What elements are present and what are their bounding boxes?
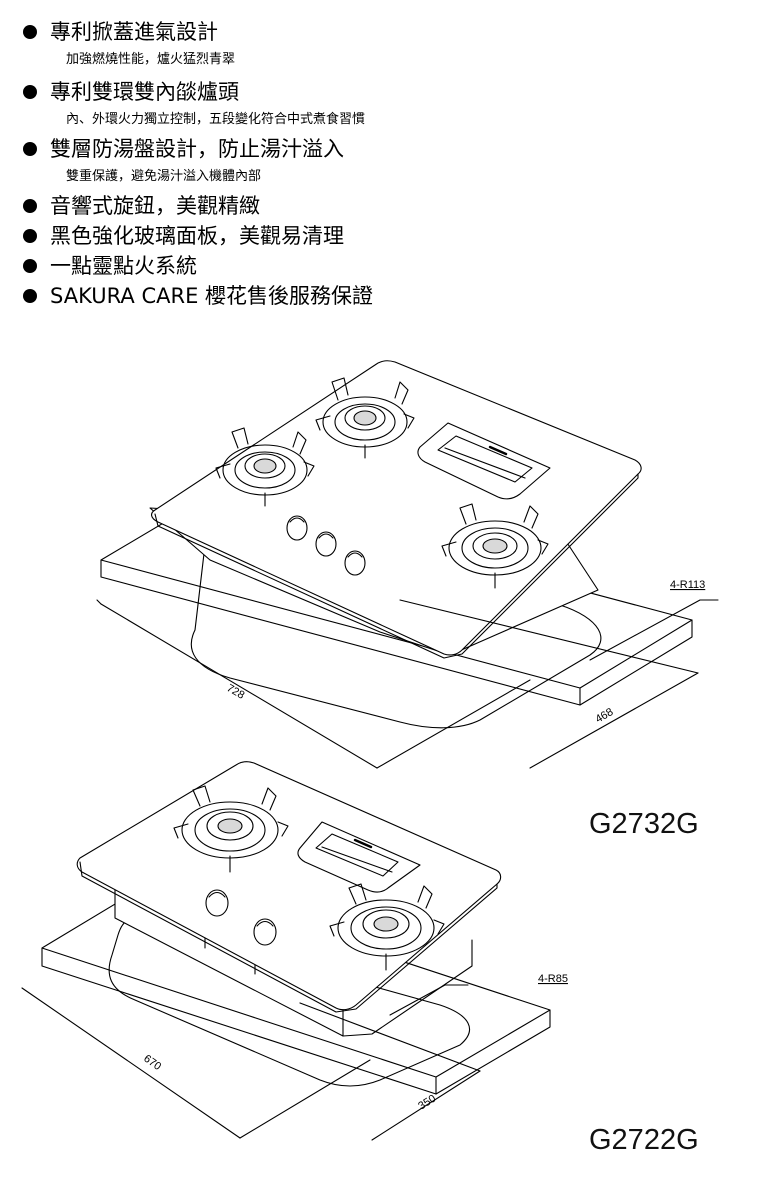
feature-subtitle: 內、外環火力獨立控制，五段變化符合中式煮食習慣: [66, 112, 366, 127]
knob: [205, 889, 229, 917]
feature-title: SAKURA CARE 櫻花售後服務保證: [50, 284, 374, 308]
bullet-icon: [23, 289, 37, 303]
feature-title: 雙層防湯盤設計，防止湯汁溢入: [50, 137, 344, 161]
corner-radius-label: 4-R113: [670, 579, 705, 591]
cooktop-panel: [149, 360, 642, 659]
bullet-icon: [23, 229, 37, 243]
width-dimension: 728: [225, 682, 247, 702]
knob: [344, 550, 366, 576]
model-label-g2732g: G2732G: [589, 808, 699, 840]
cooktop-diagram-g2732g: 728 468 4-R113: [96, 360, 719, 769]
burner-left: [173, 785, 289, 873]
model-label-g2722g: G2722G: [589, 1124, 699, 1156]
bullet-icon: [23, 85, 37, 99]
bullet-icon: [23, 142, 37, 156]
width-dimension: 670: [141, 1053, 163, 1073]
feature-title: 黑色強化玻璃面板，美觀易清理: [50, 224, 344, 248]
feature-title: 音響式旋鈕，美觀精緻: [50, 194, 260, 218]
control-knobs: [205, 889, 277, 946]
bullet-icon: [23, 259, 37, 273]
burner-left: [215, 427, 315, 507]
knob: [286, 515, 308, 541]
feature-title: 專利雙環雙內燄爐頭: [50, 80, 239, 104]
burner-right: [329, 883, 445, 971]
ignition-panel: [297, 821, 421, 893]
corner-radius-label: 4-R85: [538, 973, 568, 985]
ignition-panel: [417, 422, 551, 500]
dimension-lines: [96, 599, 719, 769]
knob: [253, 918, 277, 946]
burner-rear: [315, 377, 415, 459]
bullet-icon: [23, 25, 37, 39]
depth-dimension: 468: [594, 706, 616, 726]
feature-title: 一點靈點火系統: [50, 254, 197, 278]
cooktop-diagram-g2722g: 670 350 4-R85: [21, 761, 568, 1141]
feature-title: 專利掀蓋進氣設計: [50, 20, 218, 44]
feature-subtitle: 雙重保護，避免湯汁溢入機體內部: [66, 169, 262, 184]
burner-right: [441, 503, 549, 589]
bullet-icon: [23, 199, 37, 213]
feature-subtitle: 加強燃燒性能，爐火猛烈青翠: [66, 52, 236, 67]
knob: [315, 531, 337, 557]
dimension-lines: [21, 984, 481, 1141]
countertop-cutout: [108, 918, 471, 1087]
control-knobs: [286, 515, 366, 576]
